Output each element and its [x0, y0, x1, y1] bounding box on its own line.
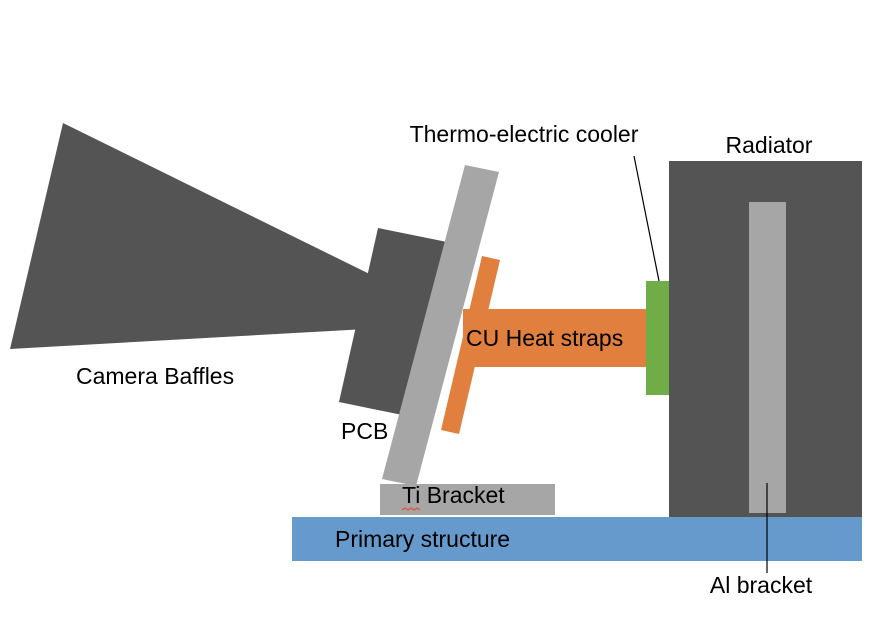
ti-bracket-label: Ti Bracket [402, 482, 505, 508]
ti-bracket-squiggle [401, 507, 421, 511]
camera-baffles [10, 123, 402, 349]
primary-structure-label: Primary structure [335, 526, 510, 552]
thermo-electric-cooler-leader-line [633, 155, 660, 282]
cu-heat-straps-label: CU Heat straps [466, 325, 623, 351]
al-bracket-label: Al bracket [710, 572, 813, 598]
al-bracket [749, 202, 786, 513]
pcb [382, 165, 499, 486]
camera-baffles-label: Camera Baffles [76, 363, 234, 389]
thermo-electric-cooler [646, 281, 669, 395]
radiator-label: Radiator [726, 132, 813, 158]
thermo-electric-cooler-label: Thermo-electric cooler [410, 121, 639, 147]
pcb-label: PCB [341, 418, 388, 444]
cu-heat-strap-horizontal [463, 309, 647, 367]
